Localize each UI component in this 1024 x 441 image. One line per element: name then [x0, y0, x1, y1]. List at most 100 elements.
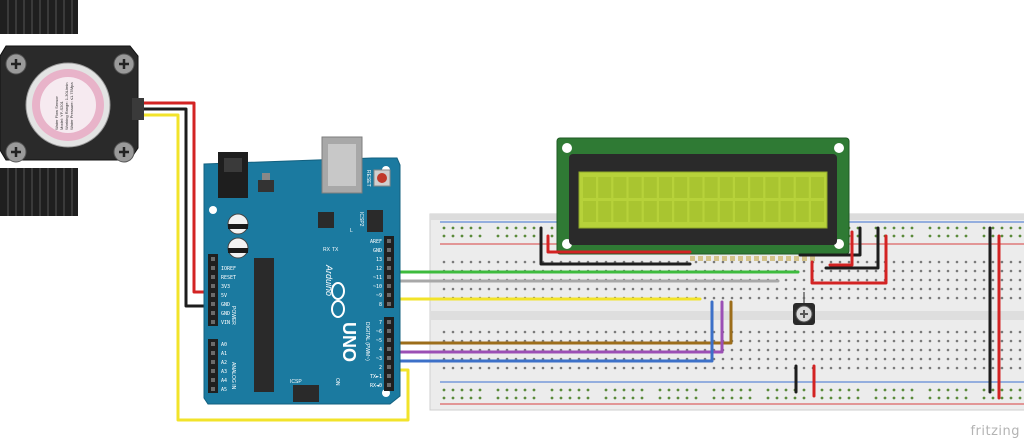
- breadboard-hole: [766, 287, 770, 291]
- breadboard-hole: [793, 260, 797, 264]
- arduino-pcb: [203, 157, 401, 405]
- breadboard-hole: [901, 339, 905, 343]
- breadboard-hole: [703, 260, 707, 264]
- breadboard-hole: [658, 366, 662, 370]
- breadboard-hole: [1018, 226, 1022, 230]
- breadboard-hole: [766, 260, 770, 264]
- pin-label: TX►1: [370, 374, 382, 380]
- breadboard-hole: [478, 396, 482, 400]
- power-section-label: POWER: [230, 306, 236, 325]
- breadboard-hole: [883, 396, 887, 400]
- breadboard-hole: [802, 366, 806, 370]
- lcd-pin: [690, 256, 695, 261]
- arduino-pin-labels: IOREFRESET3V35VGNDGNDVINA0A1A2A3A4A5AREF…: [221, 239, 382, 393]
- breadboard-hole: [730, 366, 734, 370]
- breadboard-hole: [622, 366, 626, 370]
- breadboard-hole: [487, 330, 491, 334]
- breadboard-hole: [955, 278, 959, 282]
- breadboard-hole: [676, 330, 680, 334]
- breadboard-hole: [955, 234, 959, 238]
- breadboard-hole: [928, 287, 932, 291]
- breadboard-hole: [865, 348, 869, 352]
- breadboard-hole: [910, 396, 914, 400]
- breadboard-hole: [784, 330, 788, 334]
- breadboard-hole: [811, 357, 815, 361]
- breadboard-hole: [946, 287, 950, 291]
- breadboard-hole: [793, 287, 797, 291]
- breadboard-hole: [892, 330, 896, 334]
- breadboard-hole: [730, 396, 734, 400]
- l-label: L: [350, 228, 353, 234]
- breadboard-hole: [829, 388, 833, 392]
- breadboard-hole: [712, 287, 716, 291]
- breadboard-hole: [829, 357, 833, 361]
- breadboard-hole: [730, 296, 734, 300]
- breadboard-hole: [1009, 396, 1013, 400]
- breadboard-hole: [568, 396, 572, 400]
- breadboard-hole: [937, 269, 941, 273]
- breadboard-hole: [532, 260, 536, 264]
- breadboard-hole: [748, 287, 752, 291]
- voltage-regulator: [258, 180, 274, 192]
- breadboard-hole: [604, 287, 608, 291]
- lcd-cell: [674, 201, 688, 222]
- breadboard-hole: [442, 234, 446, 238]
- breadboard-hole: [919, 330, 923, 334]
- breadboard-hole: [991, 388, 995, 392]
- breadboard-hole: [604, 396, 608, 400]
- lcd-cell: [704, 201, 718, 222]
- breadboard-hole: [532, 366, 536, 370]
- breadboard-hole: [514, 226, 518, 230]
- header-pin: [211, 311, 215, 315]
- breadboard-hole: [739, 396, 743, 400]
- breadboard-hole: [784, 396, 788, 400]
- lcd-cell: [780, 201, 794, 222]
- breadboard-hole: [775, 357, 779, 361]
- breadboard-hole: [505, 396, 509, 400]
- icsp-label: ICSP: [290, 379, 302, 385]
- breadboard-hole: [829, 287, 833, 291]
- breadboard-hole: [982, 260, 986, 264]
- breadboard-hole: [496, 388, 500, 392]
- breadboard-hole: [775, 339, 779, 343]
- breadboard-hole: [622, 388, 626, 392]
- breadboard-hole: [982, 278, 986, 282]
- breadboard-hole: [730, 260, 734, 264]
- breadboard-hole: [820, 388, 824, 392]
- sensor-label-line: Water Flow Sensor: [54, 95, 59, 130]
- breadboard-hole: [793, 339, 797, 343]
- breadboard-hole: [703, 287, 707, 291]
- breadboard-hole: [505, 234, 509, 238]
- header-pin: [211, 284, 215, 288]
- breadboard-hole: [1018, 339, 1022, 343]
- breadboard-hole: [775, 260, 779, 264]
- analog-section-label: ANALOG IN: [230, 362, 236, 390]
- breadboard-hole: [478, 226, 482, 230]
- breadboard-hole: [856, 287, 860, 291]
- breadboard-hole: [757, 357, 761, 361]
- breadboard-hole: [1000, 296, 1004, 300]
- breadboard-hole: [523, 366, 527, 370]
- breadboard-hole: [568, 366, 572, 370]
- breadboard-hole: [469, 366, 473, 370]
- breadboard-hole: [604, 388, 608, 392]
- breadboard-hole: [559, 330, 563, 334]
- breadboard-hole: [838, 287, 842, 291]
- breadboard-hole: [928, 226, 932, 230]
- breadboard-hole: [964, 388, 968, 392]
- breadboard-hole: [1000, 348, 1004, 352]
- breadboard-hole: [865, 330, 869, 334]
- breadboard-hole: [694, 287, 698, 291]
- breadboard-hole: [640, 396, 644, 400]
- breadboard-hole: [640, 388, 644, 392]
- breadboard-hole: [973, 287, 977, 291]
- breadboard-hole: [469, 396, 473, 400]
- breadboard-hole: [694, 366, 698, 370]
- breadboard-hole: [622, 330, 626, 334]
- breadboard-hole: [1009, 234, 1013, 238]
- breadboard-hole: [964, 339, 968, 343]
- breadboard-hole: [910, 339, 914, 343]
- breadboard-hole: [676, 388, 680, 392]
- header-pin: [211, 360, 215, 364]
- header-pin: [211, 257, 215, 261]
